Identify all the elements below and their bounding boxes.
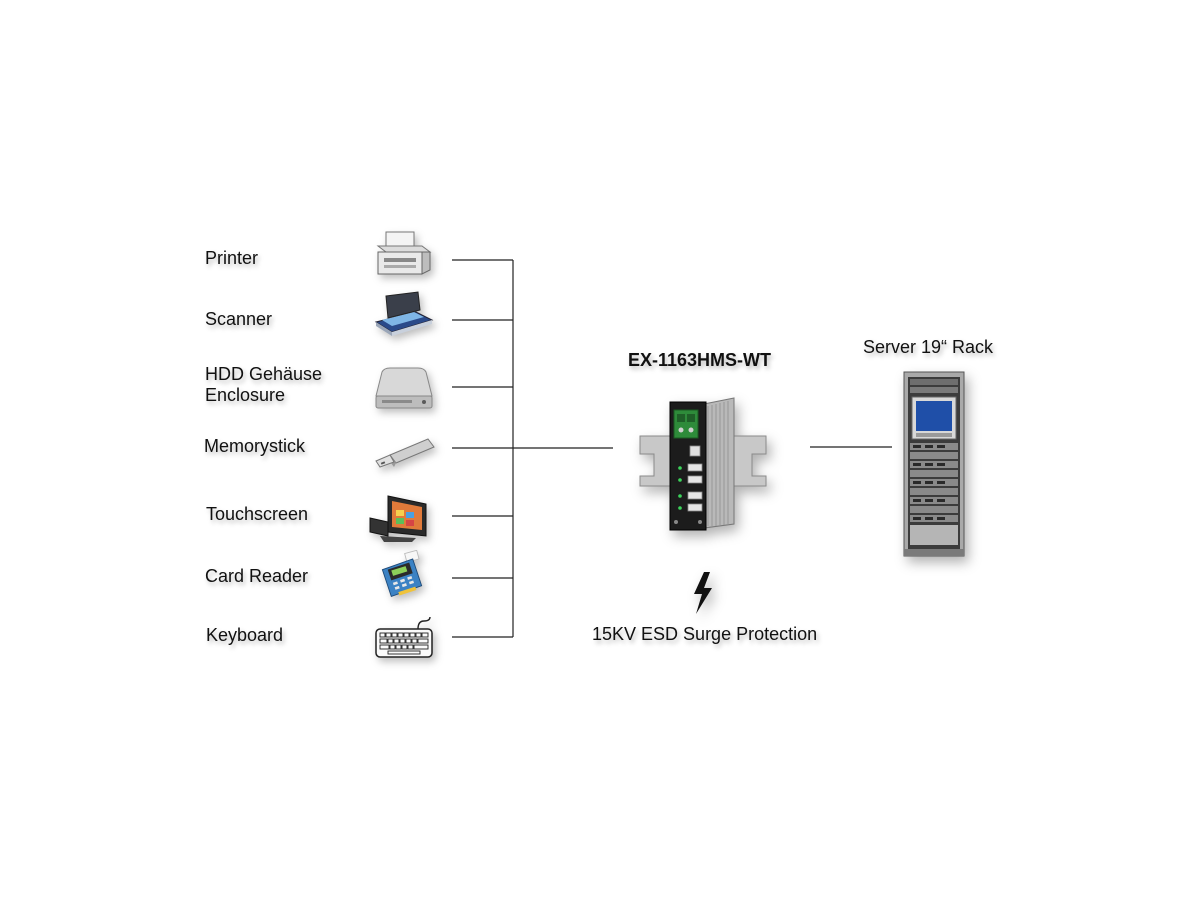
scanner-icon bbox=[372, 290, 436, 340]
label-hdd-line2: Enclosure bbox=[205, 385, 286, 405]
touchscreen-icon bbox=[366, 492, 430, 542]
server-label: Server 19“ Rack bbox=[863, 337, 994, 357]
label-memorystick: Memorystick bbox=[204, 436, 306, 456]
label-printer: Printer bbox=[205, 248, 259, 268]
label-touchscreen: Touchscreen bbox=[206, 504, 309, 524]
keyboard-icon bbox=[372, 615, 436, 665]
protection-label: 15KV ESD Surge Protection bbox=[592, 624, 818, 644]
hdd-icon bbox=[372, 362, 436, 412]
label-hdd-line1: HDD Gehäuse bbox=[205, 364, 323, 384]
usb-hub-icon bbox=[638, 392, 768, 532]
printer-icon bbox=[372, 230, 436, 280]
card-reader-icon bbox=[370, 550, 434, 600]
lightning-icon bbox=[690, 572, 716, 614]
hub-model-title: EX-1163HMS-WT bbox=[628, 350, 772, 370]
usb-stick-icon bbox=[372, 425, 436, 475]
label-keyboard: Keyboard bbox=[206, 625, 284, 645]
server-rack-icon bbox=[903, 371, 965, 557]
label-card-reader: Card Reader bbox=[205, 566, 309, 586]
label-scanner: Scanner bbox=[205, 309, 273, 329]
